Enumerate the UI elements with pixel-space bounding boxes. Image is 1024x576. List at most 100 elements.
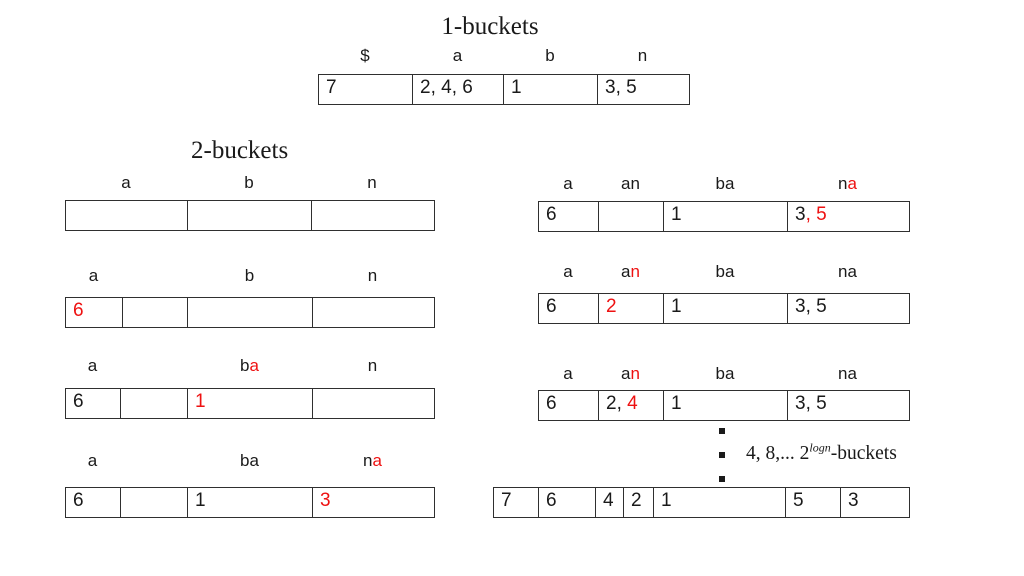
- bucket-label-a: a: [452, 46, 463, 65]
- table-cell: 6: [539, 391, 599, 420]
- table-cell: 1: [654, 488, 786, 517]
- bucket-label-a: a: [563, 174, 573, 193]
- note-power-buckets: 4, 8,... 2logn-buckets: [746, 440, 897, 465]
- bucket-label-a: a: [563, 262, 573, 281]
- bucket-label-an: an: [598, 262, 663, 281]
- ellipsis-bullet: [719, 428, 725, 434]
- table-cell: 1: [664, 391, 788, 420]
- table-cell: [188, 201, 312, 230]
- table-cell: [312, 201, 434, 230]
- note-exponent: logn: [809, 440, 831, 455]
- table-cell: [123, 298, 188, 327]
- label-part-black: a: [621, 364, 631, 383]
- table-cell: [188, 298, 313, 327]
- label-part-red: a: [847, 174, 857, 193]
- table-cell: [121, 488, 188, 517]
- bucket-label-ba: ba: [715, 364, 735, 383]
- left-table-4: 6 1 3: [65, 487, 435, 518]
- table-cell: 3, 5: [605, 77, 637, 98]
- top-table-labels: $ a b n: [318, 46, 688, 65]
- cell-part-red: , 5: [805, 204, 827, 225]
- ellipsis-bullet: [719, 452, 725, 458]
- table-cell: 6: [539, 202, 599, 231]
- label-part-red: a: [249, 356, 259, 375]
- bucket-label-n: n: [367, 356, 378, 375]
- label-spacer: [122, 266, 187, 285]
- table-cell: 6: [539, 294, 599, 323]
- table-cell: [313, 298, 434, 327]
- right-table-3: 6 2, 4 1 3, 5: [538, 390, 910, 421]
- label-part-red: a: [372, 451, 382, 470]
- label-part-black: n: [363, 451, 373, 470]
- right-table-2: 6 2 1 3, 5: [538, 293, 910, 324]
- left-table-4-labels: a ba na: [65, 451, 433, 470]
- table-cell: 1: [664, 294, 788, 323]
- left-table-3-labels: a ba n: [65, 356, 433, 375]
- bucket-label-a: a: [88, 266, 99, 285]
- table-cell: 1: [504, 75, 598, 104]
- label-part-black: a: [621, 262, 631, 281]
- table-cell: 1: [664, 202, 788, 231]
- bucket-label-na: na: [838, 364, 857, 383]
- note-prefix: 4, 8,... 2: [746, 443, 810, 464]
- left-table-3: 6 1: [65, 388, 435, 419]
- table-cell: [313, 389, 434, 418]
- bucket-label-ba: ba: [715, 262, 735, 281]
- bucket-label-ba: ba: [187, 356, 312, 375]
- table-cell: 2, 4: [599, 391, 664, 420]
- bucket-label-an: an: [621, 174, 640, 193]
- bucket-label-an: an: [598, 364, 663, 383]
- left-table-2: 6: [65, 297, 435, 328]
- heading-2-buckets: 2-buckets: [191, 137, 289, 164]
- table-cell: 1: [188, 389, 313, 418]
- label-part-black: n: [838, 174, 848, 193]
- bucket-label-n: n: [367, 173, 377, 192]
- table-cell: 6: [66, 488, 121, 517]
- table-cell: 6: [66, 298, 123, 327]
- label-part-black: b: [240, 356, 250, 375]
- bucket-label-na: na: [838, 262, 857, 281]
- label-spacer: [120, 356, 187, 375]
- table-cell: [121, 389, 188, 418]
- label-spacer: [120, 451, 187, 470]
- bottom-table: 7 6 4 2 1 5 3: [493, 487, 910, 518]
- bucket-label-b: b: [545, 46, 555, 65]
- table-cell: 2: [599, 294, 664, 323]
- table-cell: 6: [539, 488, 596, 517]
- table-cell: 3, 5: [788, 202, 909, 231]
- table-cell: 6: [66, 389, 121, 418]
- table-cell: 3: [320, 490, 331, 511]
- bucket-label-a: a: [87, 356, 98, 375]
- table-cell: 5: [786, 488, 841, 517]
- table-cell: 7: [494, 488, 539, 517]
- table-cell: 4: [596, 488, 624, 517]
- label-part-red: n: [630, 364, 640, 383]
- heading-1-buckets: 1-buckets: [441, 13, 539, 40]
- right-table-1-labels: a an ba na: [538, 174, 908, 193]
- label-part-red: n: [630, 262, 640, 281]
- bucket-label-a: a: [121, 173, 131, 192]
- bucket-label-n: n: [637, 46, 648, 65]
- table-cell: 2, 4, 6: [413, 75, 504, 104]
- table-cell: 3, 5: [795, 393, 827, 414]
- bucket-label-a: a: [87, 451, 98, 470]
- bucket-label-ba: ba: [715, 174, 735, 193]
- bucket-label-na: na: [787, 174, 908, 193]
- ellipsis-bullet: [719, 476, 725, 482]
- cell-part-black: 2,: [606, 393, 622, 414]
- table-cell: 3: [848, 490, 859, 511]
- bucket-label-ba: ba: [240, 451, 259, 470]
- table-cell: 2: [624, 488, 654, 517]
- top-table: 7 2, 4, 6 1 3, 5: [318, 74, 690, 105]
- bucket-label-na: na: [312, 451, 433, 470]
- bucket-label-dollar: $: [360, 46, 370, 65]
- bucket-label-a: a: [563, 364, 573, 383]
- bucket-label-b: b: [244, 173, 254, 192]
- left-table-1-labels: a b n: [65, 173, 433, 192]
- right-table-1: 6 1 3, 5: [538, 201, 910, 232]
- cell-part-red: 4: [621, 393, 638, 414]
- right-table-2-labels: a an ba na: [538, 262, 908, 281]
- table-cell: 7: [319, 75, 413, 104]
- left-table-2-labels: a b n: [65, 266, 433, 285]
